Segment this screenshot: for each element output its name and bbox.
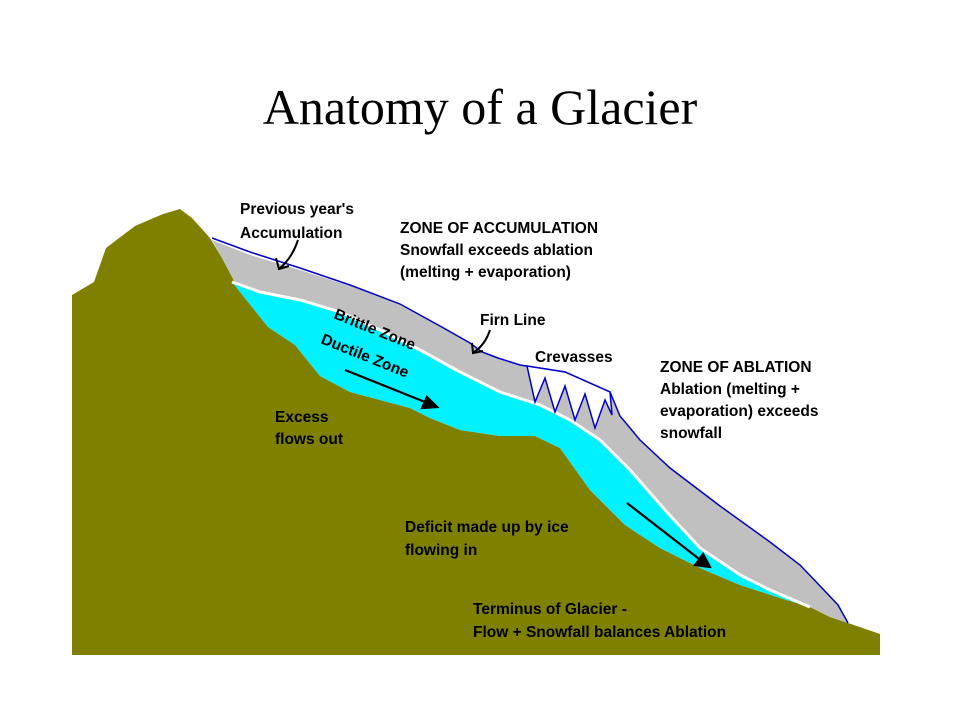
label-excess-line1: Excess bbox=[275, 409, 328, 426]
mountain-ground bbox=[72, 209, 880, 655]
label-zone-accumulation-title: ZONE OF ACCUMULATION bbox=[400, 220, 598, 237]
label-excess: Excess flows out bbox=[275, 409, 343, 448]
label-terminus-line2: Flow + Snowfall balances Ablation bbox=[473, 624, 726, 641]
ductile-ice-layer bbox=[232, 282, 810, 607]
label-zone-ablation-title: ZONE OF ABLATION bbox=[660, 359, 812, 376]
label-previous-year-line2: Accumulation bbox=[240, 225, 342, 242]
crevasses-shape bbox=[526, 365, 613, 431]
label-deficit: Deficit made up by ice flowing in bbox=[405, 519, 573, 559]
label-deficit-line1: Deficit made up by ice bbox=[405, 519, 569, 536]
previous-year-arrow bbox=[275, 239, 299, 271]
label-zone-accumulation-line2: (melting + evaporation) bbox=[400, 264, 571, 281]
label-zone-ablation-line1: Ablation (melting + bbox=[660, 381, 800, 398]
label-terminus: Terminus of Glacier - Flow + Snowfall ba… bbox=[473, 601, 726, 641]
label-firn-line: Firn Line bbox=[480, 312, 546, 329]
label-zone-ablation: ZONE OF ABLATION Ablation (melting + eva… bbox=[660, 359, 823, 442]
label-previous-year-line1: Previous year's bbox=[240, 201, 354, 218]
brittle-ductile-boundary bbox=[231, 280, 811, 609]
label-zone-accumulation-line1: Snowfall exceeds ablation bbox=[400, 242, 593, 259]
label-deficit-line2: flowing in bbox=[405, 542, 477, 559]
label-excess-line2: flows out bbox=[275, 431, 343, 448]
firn-line-arrow bbox=[471, 329, 491, 355]
label-previous-year: Previous year's Accumulation bbox=[240, 201, 358, 242]
label-crevasses: Crevasses bbox=[535, 349, 613, 366]
ductile-flow-arrow-lower bbox=[626, 502, 712, 569]
label-terminus-line1: Terminus of Glacier - bbox=[473, 601, 627, 618]
label-zone-ablation-line3: snowfall bbox=[660, 425, 722, 442]
label-zone-ablation-line2: evaporation) exceeds bbox=[660, 403, 819, 420]
ductile-flow-arrow-upper bbox=[344, 368, 440, 410]
slide-title: Anatomy of a Glacier bbox=[262, 79, 698, 135]
label-zone-accumulation: ZONE OF ACCUMULATION Snowfall exceeds ab… bbox=[400, 220, 602, 281]
